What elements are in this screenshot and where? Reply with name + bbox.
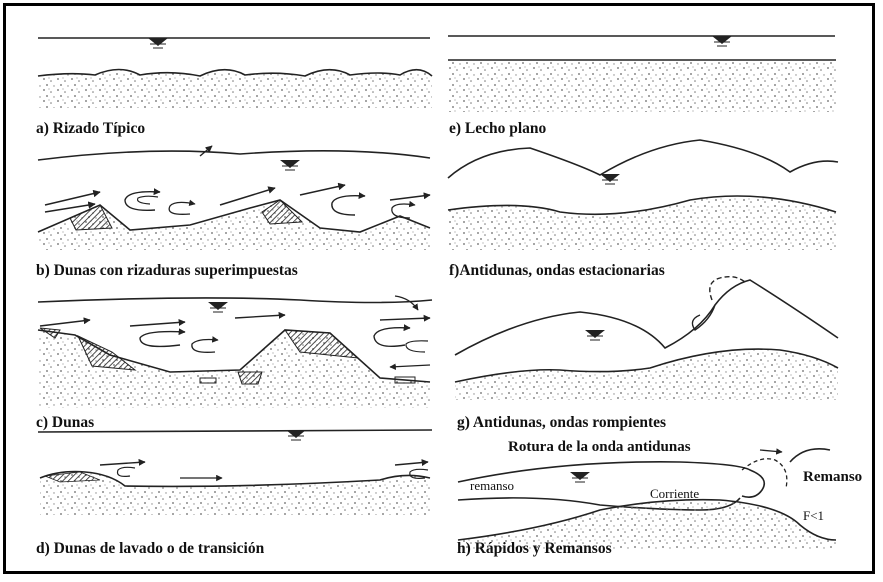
caption-panel-c: c) Dunas	[36, 414, 94, 432]
caption-panel-g: g) Antidunas, ondas rompientes	[457, 414, 666, 432]
panel-a-graphic	[38, 38, 432, 108]
label-froude: F<1	[803, 508, 824, 523]
caption-panel-f: f)Antidunas, ondas estacionarias	[449, 262, 665, 280]
panel-c-graphic	[38, 296, 432, 408]
label-rotura: Rotura de la onda antidunas	[508, 440, 691, 455]
caption-panel-e: e) Lecho plano	[449, 120, 546, 138]
water-level-icon	[208, 302, 228, 312]
label-corriente: Corriente	[650, 486, 699, 501]
water-level-icon	[712, 36, 732, 46]
label-remanso-right: Remanso	[803, 470, 862, 485]
label-remanso-left: remanso	[470, 478, 514, 493]
caption-panel-d: d) Dunas de lavado o de transición	[36, 540, 264, 558]
panel-b-graphic	[38, 146, 430, 250]
caption-panel-h: h) Rápidos y Remansos	[457, 540, 612, 558]
water-level-icon	[585, 330, 605, 340]
water-level-icon	[148, 38, 168, 48]
panel-e-graphic	[448, 36, 836, 112]
caption-panel-b: b) Dunas con rizaduras superimpuestas	[36, 262, 298, 280]
caption-panel-a: a) Rizado Típico	[36, 120, 145, 138]
panel-f-graphic	[448, 140, 838, 250]
water-level-icon	[570, 472, 590, 482]
panel-g-graphic	[455, 277, 838, 400]
water-level-icon	[600, 174, 620, 184]
water-level-icon	[280, 160, 300, 170]
panel-d-graphic	[38, 430, 432, 515]
panel-h-graphic	[458, 449, 836, 550]
